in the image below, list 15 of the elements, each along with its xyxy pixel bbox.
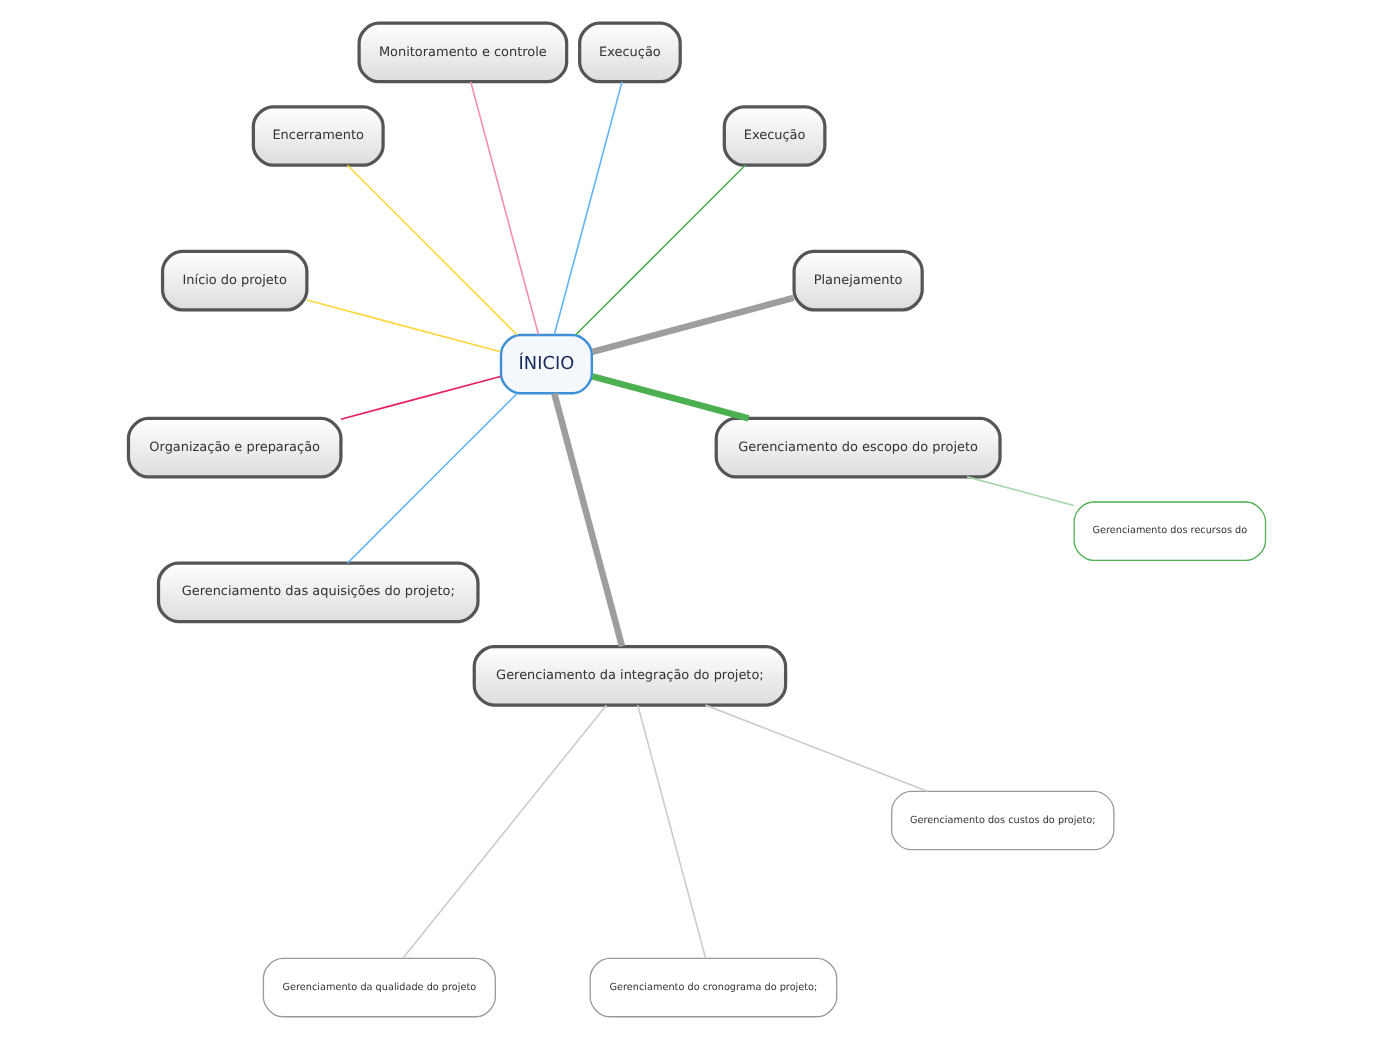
connector — [965, 476, 1074, 507]
connector — [345, 164, 517, 336]
node-box: ÍNICIO — [498, 333, 593, 395]
connector — [305, 299, 501, 353]
connector — [468, 81, 539, 336]
connector — [636, 704, 706, 959]
connector — [590, 294, 794, 355]
connector — [401, 704, 607, 959]
connector — [552, 81, 622, 336]
connector — [339, 375, 501, 420]
connector — [703, 704, 928, 793]
connector — [573, 164, 746, 336]
connector — [345, 392, 517, 564]
connector — [550, 392, 625, 648]
connector — [590, 373, 749, 422]
